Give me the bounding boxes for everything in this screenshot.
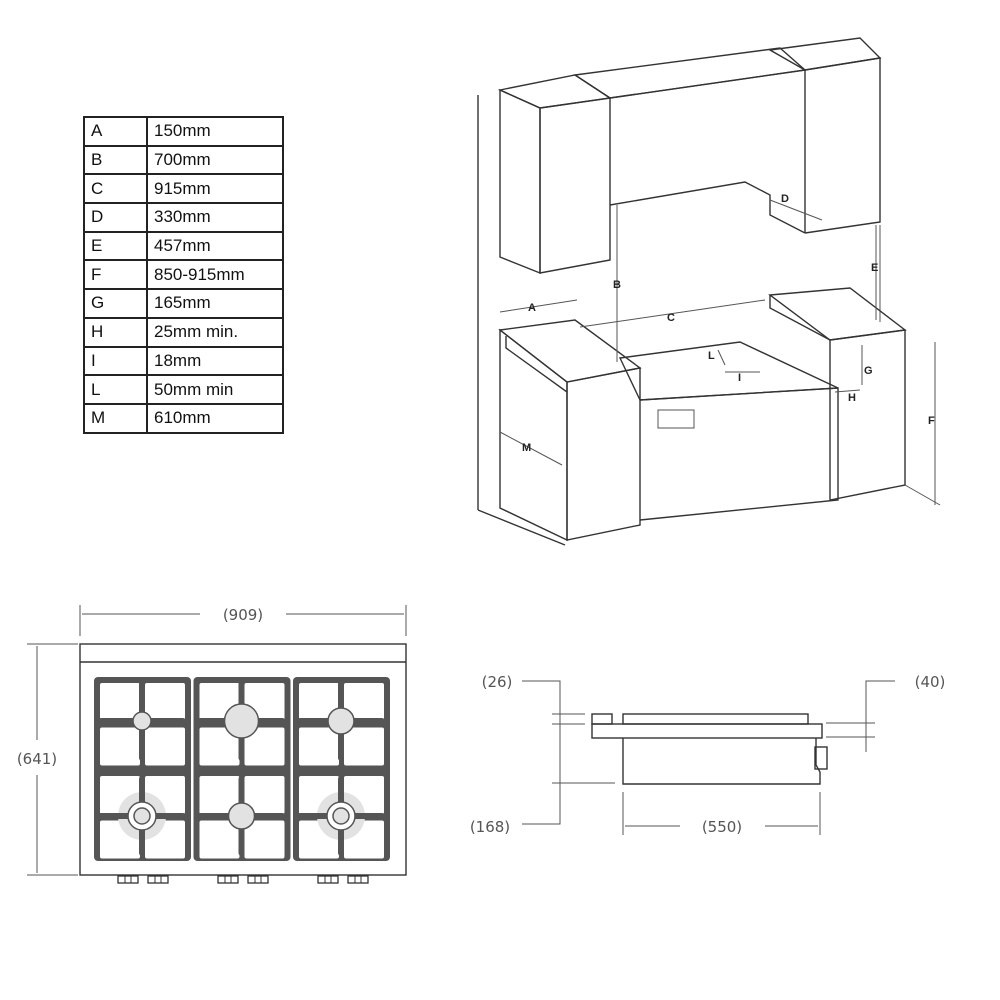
label-G: G	[864, 365, 873, 377]
grate-cell	[199, 727, 240, 766]
front-height-dimension: (40)	[915, 673, 946, 691]
cooktop-top-view: (909) (641)	[17, 605, 407, 884]
grate-cell	[145, 727, 185, 766]
grate-cell	[244, 820, 285, 859]
dimension-key: B	[83, 144, 148, 176]
grate-cell	[344, 727, 384, 766]
grate-cell	[199, 820, 240, 859]
dimension-value: 915mm	[146, 173, 284, 205]
dimension-value: 850-915mm	[146, 259, 284, 291]
dimension-key: A	[83, 116, 148, 147]
dimension-value: 50mm min	[146, 374, 284, 405]
top-height-dimension: (26)	[482, 673, 513, 691]
dimension-key: F	[83, 259, 148, 291]
grate-cell	[244, 727, 285, 766]
body-height-dimension: (168)	[470, 818, 510, 836]
dimension-value: 330mm	[146, 202, 284, 233]
dimension-key: I	[83, 345, 148, 377]
grate-cell	[244, 776, 285, 814]
dimension-value: 25mm min.	[146, 316, 284, 348]
control-knob	[347, 875, 369, 884]
dimension-value: 610mm	[146, 402, 284, 434]
grate-cell	[299, 727, 339, 766]
width-dimension: (909)	[223, 606, 263, 624]
control-knob	[217, 875, 239, 884]
dimension-key: C	[83, 173, 148, 205]
label-E: E	[871, 262, 878, 274]
installation-diagram: A B C D E F G H I L M	[477, 37, 941, 546]
grate-cell	[145, 683, 185, 721]
depth-dimension-side: (550)	[702, 818, 742, 836]
label-I: I	[738, 372, 741, 384]
dimension-key: M	[83, 402, 148, 434]
grate-cell	[100, 683, 140, 721]
cooktop-side-view: (26) (168) (40) (550)	[470, 673, 946, 836]
dimension-key: E	[83, 230, 148, 262]
burner	[223, 703, 260, 739]
dimension-value: 18mm	[146, 345, 284, 377]
dimension-key: D	[83, 202, 148, 233]
label-H: H	[848, 392, 856, 404]
label-B: B	[613, 279, 621, 291]
dimension-key: L	[83, 374, 148, 405]
dimension-key: G	[83, 288, 148, 319]
control-knob	[317, 875, 339, 884]
label-A: A	[528, 302, 536, 314]
dimension-value: 457mm	[146, 230, 284, 262]
label-C: C	[667, 312, 675, 324]
label-D: D	[781, 193, 789, 205]
control-knob	[247, 875, 269, 884]
grate-cell	[344, 683, 384, 721]
depth-dimension: (641)	[17, 750, 57, 768]
grate-cell	[100, 727, 140, 766]
dimension-value: 150mm	[146, 116, 284, 147]
grate-cell	[299, 683, 339, 721]
control-knob	[147, 875, 169, 884]
burner	[132, 711, 152, 731]
label-F: F	[928, 415, 935, 427]
control-knob	[117, 875, 139, 884]
label-M: M	[522, 442, 531, 454]
dimension-value: 165mm	[146, 288, 284, 319]
dimension-key: H	[83, 316, 148, 348]
dimension-value: 700mm	[146, 144, 284, 176]
label-L: L	[708, 350, 715, 362]
burner	[327, 707, 355, 735]
burner	[227, 802, 256, 830]
grate-cell	[199, 776, 240, 814]
